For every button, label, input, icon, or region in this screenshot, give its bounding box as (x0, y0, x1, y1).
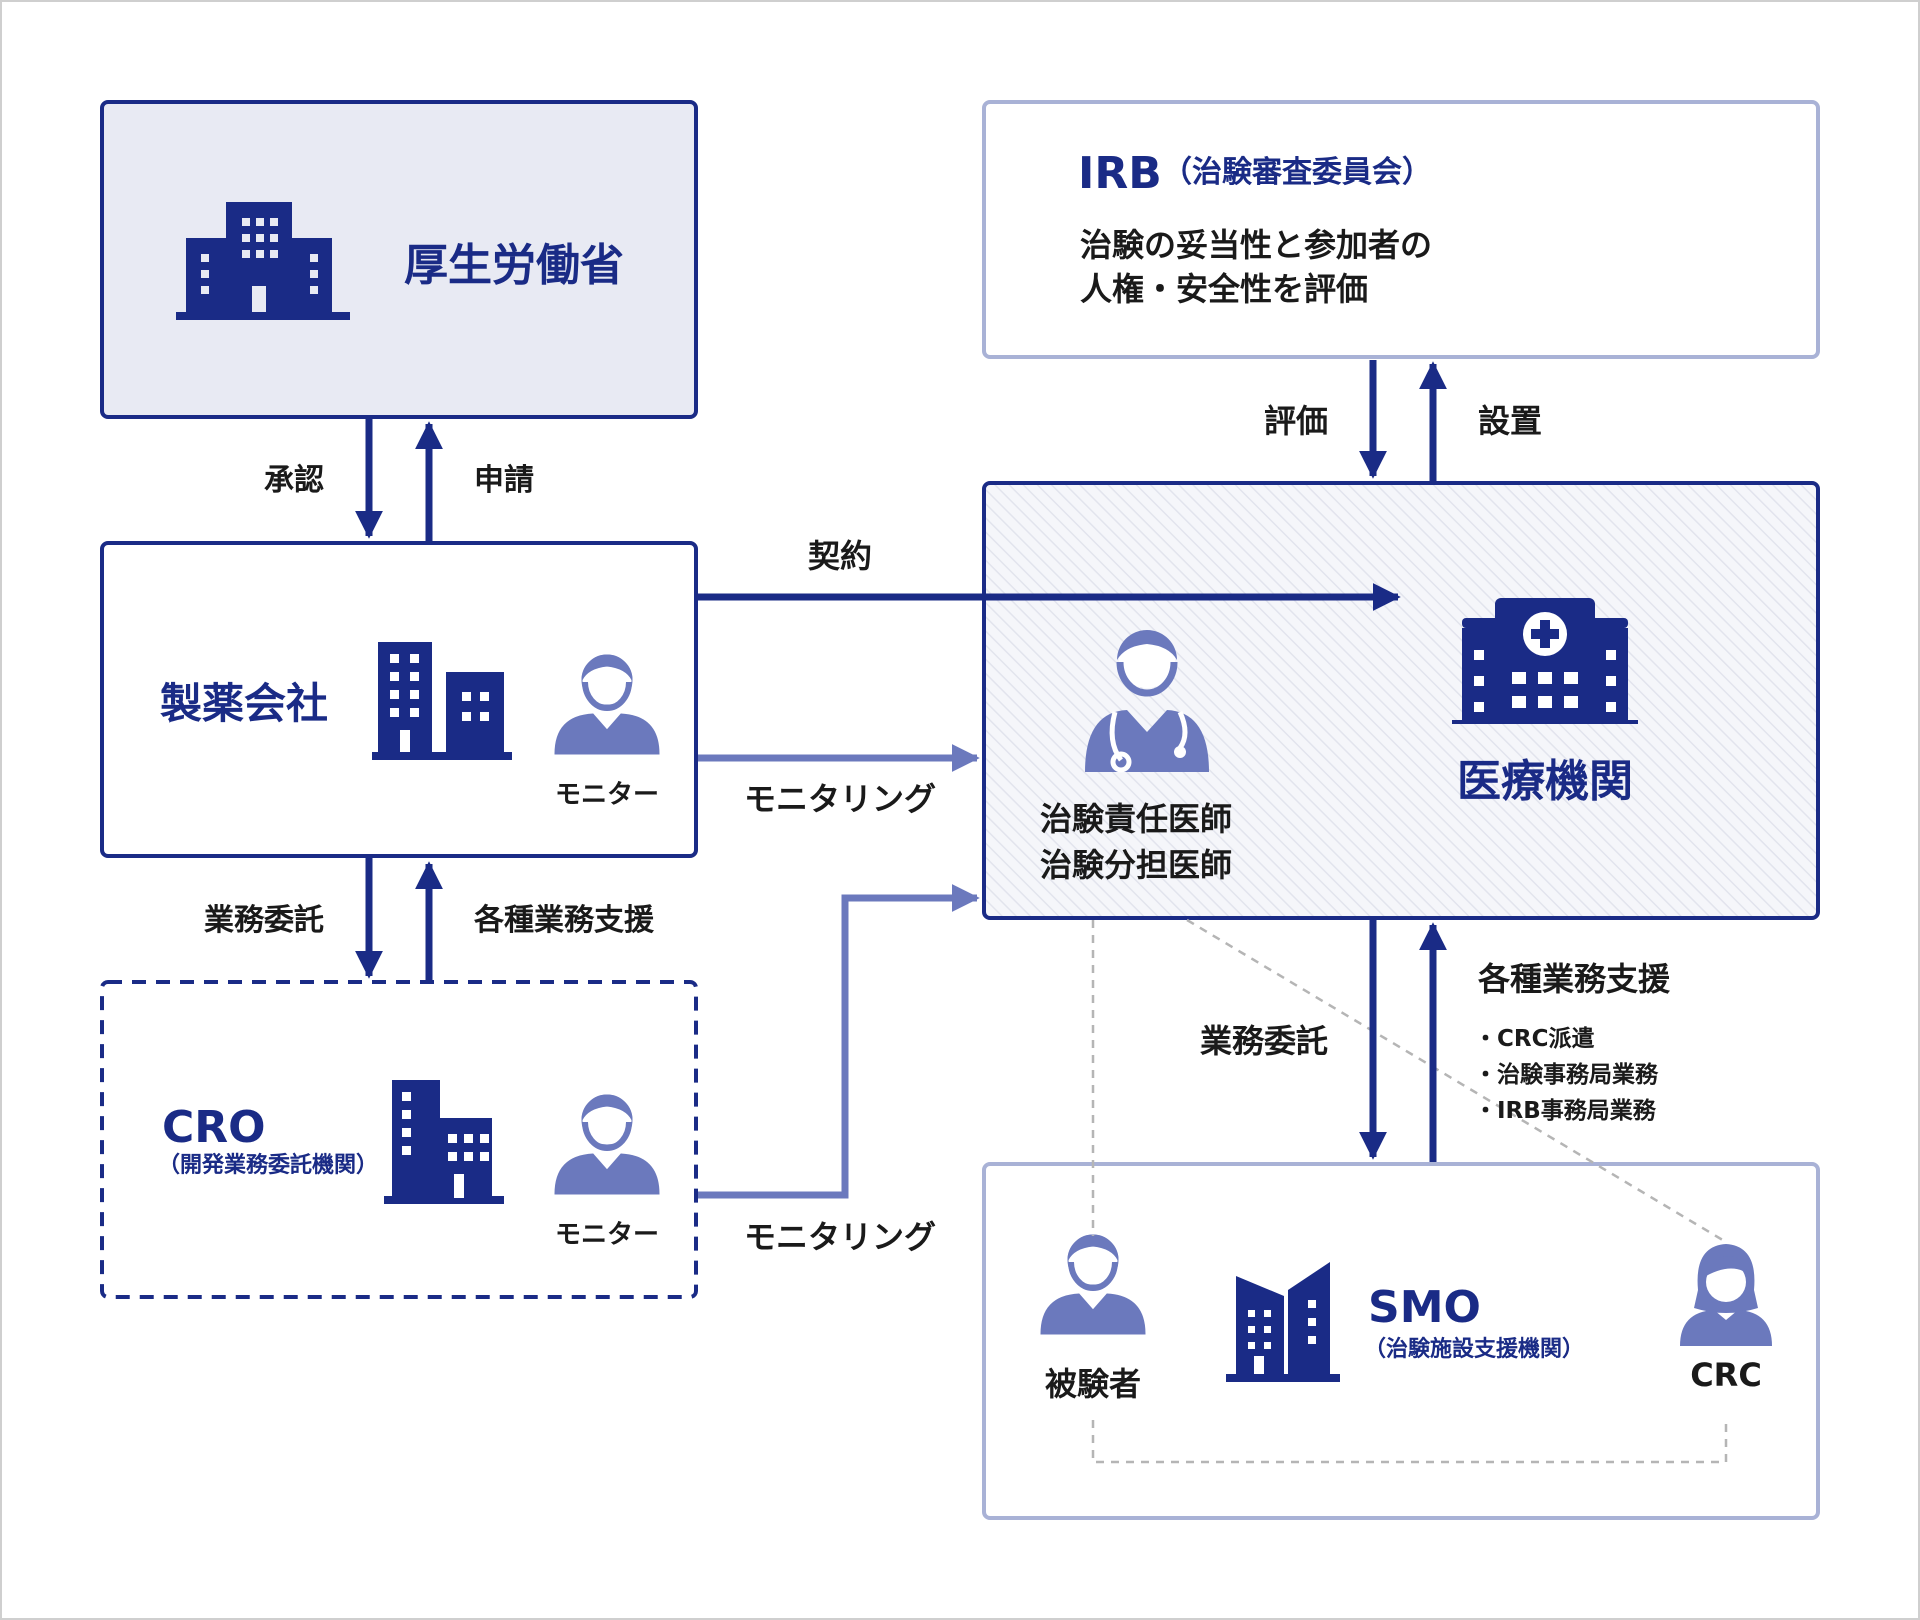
outsourcing-right-label: 業務委託 (1200, 1022, 1328, 1060)
smo-label: SMO (1368, 1282, 1481, 1333)
doctor-icon (1085, 630, 1209, 773)
application-label: 申請 (474, 463, 534, 498)
pharma-monitor-label: モニター (555, 780, 659, 810)
evaluation-label: 評価 (1264, 402, 1328, 440)
irb-description-line1: 治験の妥当性と参加者の (1080, 226, 1432, 264)
crc-label: CRC (1690, 1356, 1762, 1394)
cro-office-building-icon (384, 1080, 504, 1204)
subject-label: 被験者 (1045, 1365, 1141, 1403)
office-building-icon (372, 642, 512, 760)
cro-label: CRO (162, 1102, 266, 1153)
smo-office-building-icon (1226, 1262, 1340, 1382)
outsourcing-left-label: 業務委託 (204, 903, 324, 938)
medical-institution-label: 医療機関 (1457, 756, 1633, 807)
doctor-label-line2: 治験分担医師 (1040, 846, 1232, 884)
mhlw-box (100, 100, 698, 419)
irb-sublabel: （治験審査委員会） (1162, 155, 1432, 190)
support-left-label: 各種業務支援 (473, 903, 655, 938)
government-building-icon (176, 202, 350, 320)
crc-person-icon (1680, 1244, 1772, 1346)
establishment-label: 設置 (1478, 402, 1542, 440)
monitoring-label-1: モニタリング (744, 780, 936, 818)
monitoring-label-2: モニタリング (744, 1218, 936, 1256)
support-item: ・IRB事務局業務 (1474, 1097, 1657, 1124)
support-right-label: 各種業務支援 (1478, 960, 1671, 998)
pharma-label: 製薬会社 (160, 679, 328, 728)
cro-sublabel: （開発業務委託機関） (158, 1152, 378, 1178)
mhlw-label: 厚生労働省 (404, 240, 624, 291)
hospital-icon (1452, 598, 1638, 724)
doctor-label-line1: 治験責任医師 (1040, 800, 1232, 838)
irb-description-line2: 人権・安全性を評価 (1080, 270, 1368, 308)
smo-box (982, 1162, 1820, 1520)
irb-box (982, 100, 1820, 359)
support-item: ・治験事務局業務 (1474, 1061, 1659, 1088)
monitoring-arrow-cro (698, 884, 980, 1199)
contract-label: 契約 (808, 537, 872, 575)
support-item: ・CRC派遣 (1474, 1026, 1594, 1052)
irb-label: IRB (1078, 148, 1162, 199)
medical-institution-box (982, 481, 1820, 920)
smo-sublabel: （治験施設支援機関） (1364, 1336, 1584, 1362)
approval-label: 承認 (264, 463, 324, 498)
subject-crc-dashed-links (1091, 918, 1728, 1464)
cro-monitor-label: モニター (555, 1220, 659, 1250)
